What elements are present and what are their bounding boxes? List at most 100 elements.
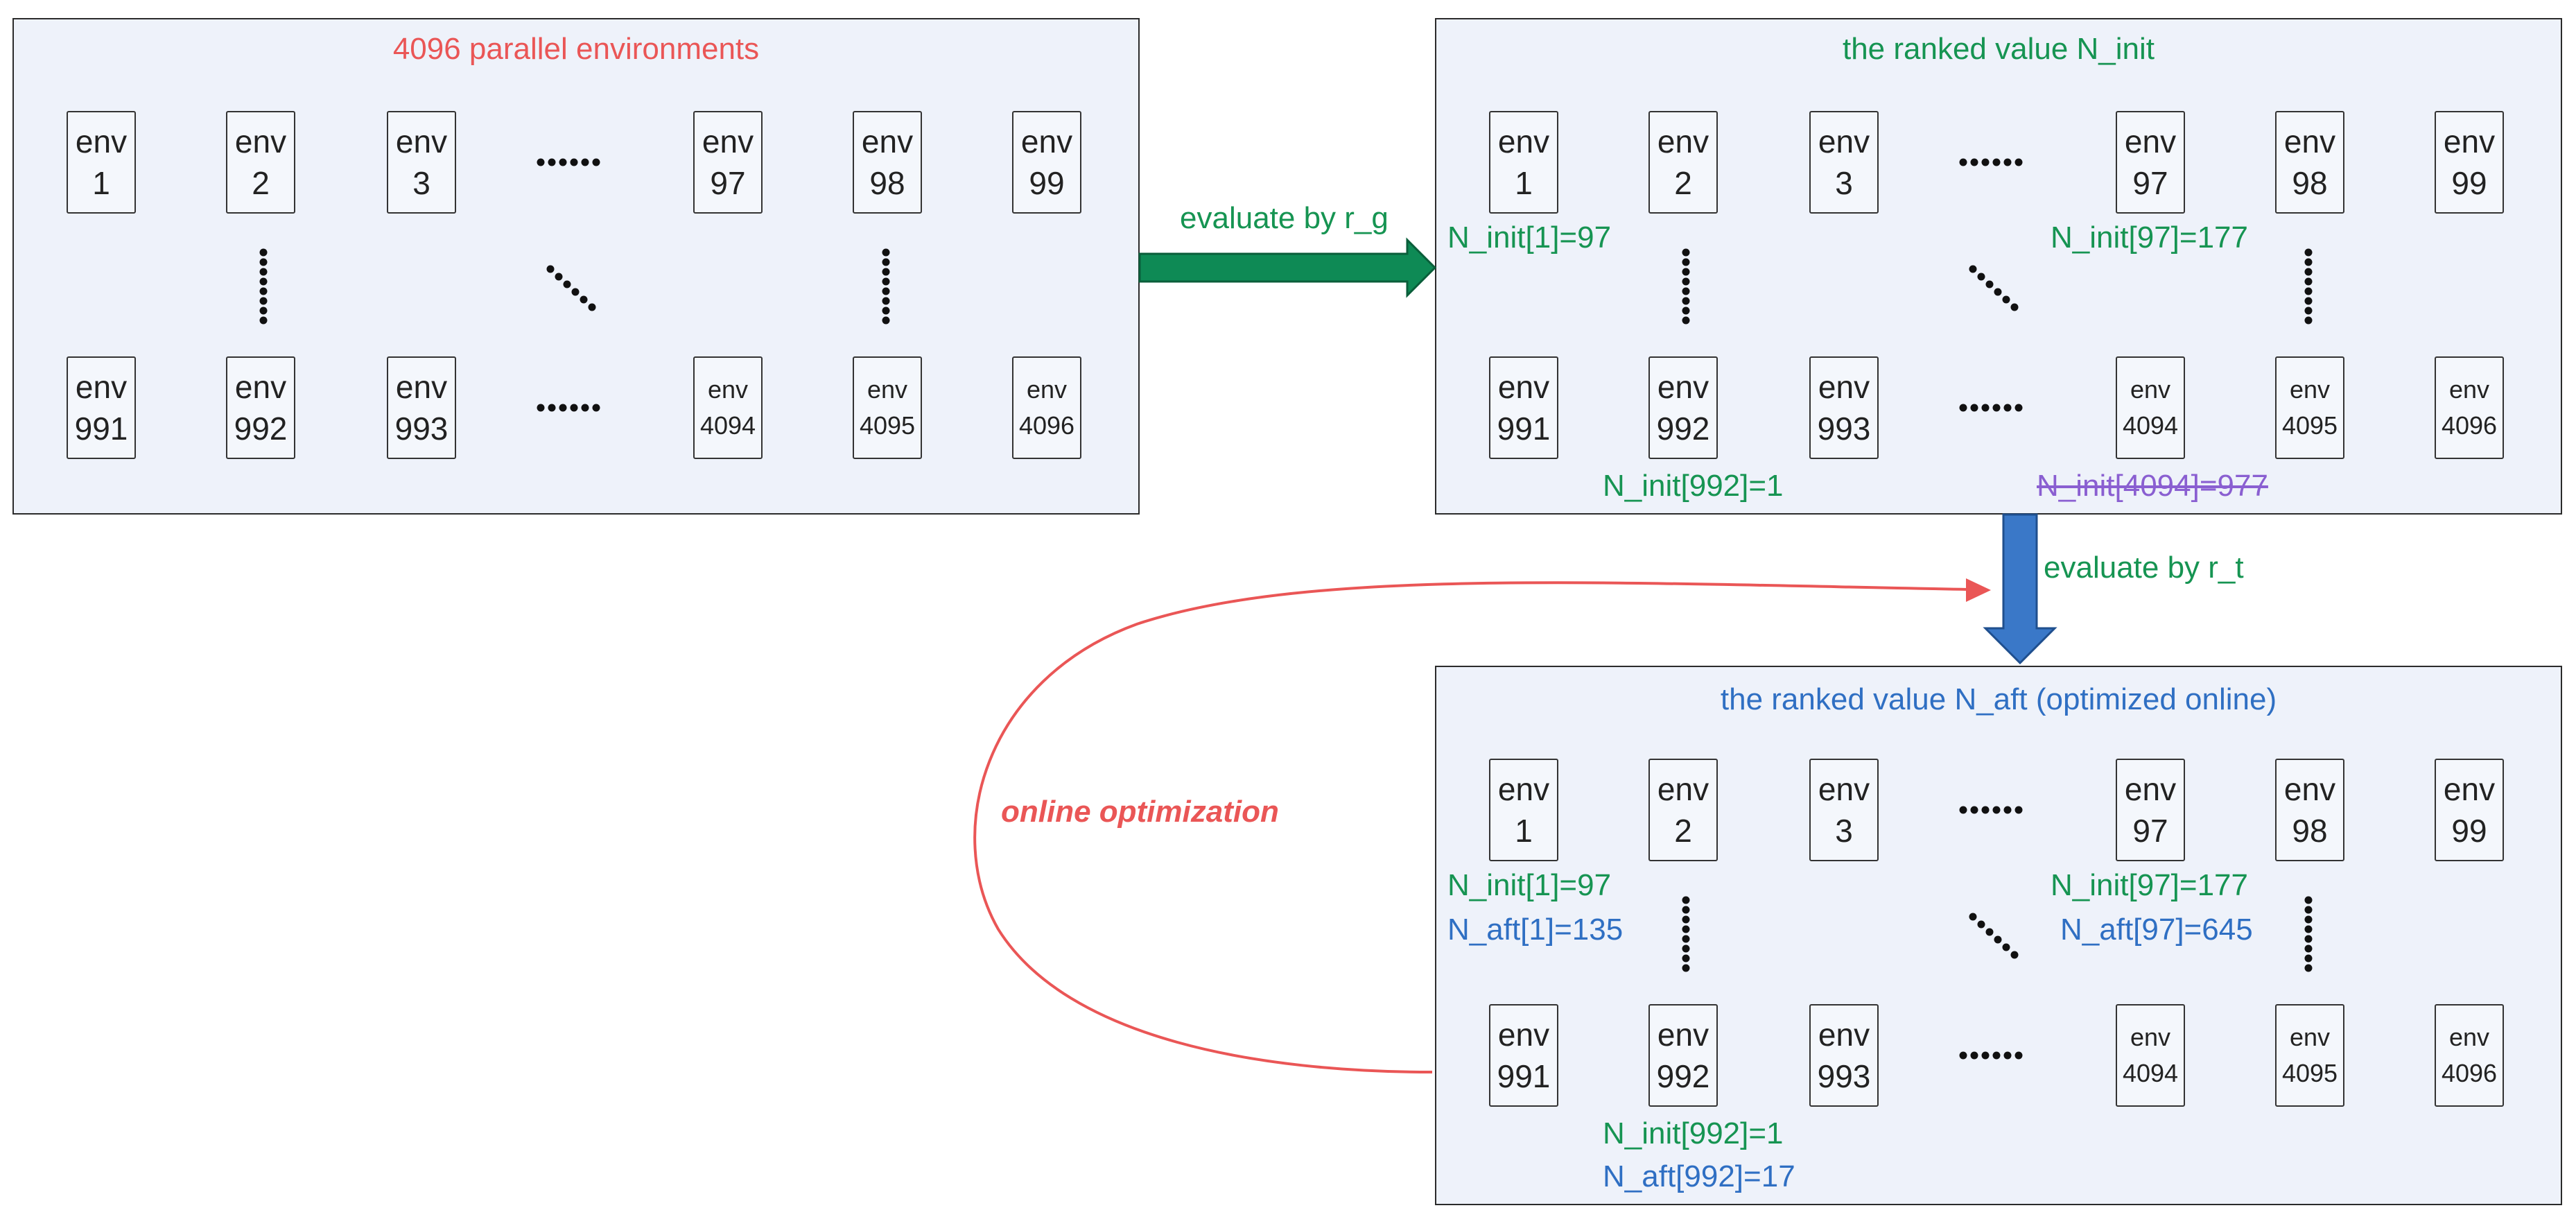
env-number: 4095 — [2281, 1059, 2338, 1087]
ranked-init-ellipsis-diagonal-dot — [1985, 280, 1994, 288]
env-number: 2 — [1674, 165, 1692, 201]
parallel-ellipsis-bottom — [537, 404, 600, 412]
ranked-aft-ellipsis-top-dot — [1981, 806, 1990, 814]
env-number: 97 — [710, 165, 746, 201]
label-n-init-992: N_init[992]=1 — [1603, 469, 1784, 503]
env-number: 98 — [2292, 813, 2328, 849]
env-number: 2 — [252, 165, 270, 201]
parallel-ellipsis-top-dot — [548, 158, 556, 166]
ranked-init-ellipsis-vertical-right-dot — [2304, 248, 2313, 257]
ranked-aft-ellipsis-diagonal — [1969, 913, 2019, 959]
ranked-init-ellipsis-vertical-right-dot — [2304, 297, 2313, 305]
env-word: env — [1657, 771, 1709, 807]
ranked-aft-ellipsis-vertical-left-dot — [1682, 944, 1690, 953]
env-word: env — [1818, 369, 1870, 405]
ranked-init-ellipsis-bottom-dot — [2014, 404, 2023, 412]
parallel-ellipsis-diagonal-dot — [563, 280, 571, 288]
ranked-aft-ellipsis-diagonal-dot — [2002, 943, 2010, 951]
ranked-init-ellipsis-diagonal-dot — [1994, 288, 2002, 296]
env-number: 993 — [394, 411, 449, 447]
parallel-ellipsis-vertical-left-dot — [259, 287, 268, 295]
parallel-ellipsis-diagonal-dot — [571, 288, 580, 296]
env-word: env — [1657, 123, 1709, 159]
ranked-init-ellipsis-bottom — [1959, 404, 2023, 412]
ranked-aft-ellipsis-top-dot — [1959, 806, 1967, 814]
env-word: env — [2448, 375, 2490, 404]
ranked-init-ellipsis-diagonal — [1969, 265, 2019, 311]
env-number: 991 — [74, 411, 128, 447]
parallel-ellipsis-vertical-right-dot — [882, 316, 890, 325]
ranked-init-ellipsis-vertical-right-dot — [2304, 307, 2313, 315]
env-box-ranked-aft-2: env 2 — [1648, 759, 1718, 861]
ranked-aft-ellipsis-vertical-left-dot — [1682, 896, 1690, 904]
ranked-init-ellipsis-vertical-left-dot — [1682, 248, 1690, 257]
env-word: env — [1497, 771, 1550, 807]
online-optimization-arrowhead — [1966, 578, 1991, 602]
parallel-ellipsis-bottom-dot — [570, 404, 578, 412]
online-optimization-curve — [973, 581, 1968, 1073]
ranked-init-ellipsis-top-dot — [2003, 158, 2012, 166]
parallel-ellipsis-vertical-right-dot — [882, 307, 890, 315]
env-word: env — [1497, 369, 1550, 405]
ranked-aft-ellipsis-vertical-left-dot — [1682, 964, 1690, 972]
env-number: 992 — [234, 411, 288, 447]
label-n-init-4094: N_init[4094]=977 — [2037, 469, 2268, 503]
label-aft-panel-n-init-97: N_init[97]=177 — [2051, 868, 2248, 902]
ranked-init-ellipsis-vertical-right — [2304, 248, 2313, 325]
env-number: 2 — [1674, 813, 1692, 849]
ranked-init-ellipsis-vertical-left-dot — [1682, 277, 1690, 286]
env-number: 4096 — [1018, 411, 1075, 440]
env-word: env — [2289, 375, 2331, 404]
evaluate-rg-arrow — [1138, 237, 1437, 298]
ranked-init-ellipsis-vertical-left-dot — [1682, 268, 1690, 276]
parallel-ellipsis-vertical-right-dot — [882, 268, 890, 276]
ranked-init-ellipsis-vertical-right-dot — [2304, 258, 2313, 266]
parallel-ellipsis-top-dot — [592, 158, 600, 166]
ranked-aft-ellipsis-vertical-right-dot — [2304, 906, 2313, 914]
ranked-aft-ellipsis-diagonal-dot — [1994, 935, 2002, 944]
ranked-aft-ellipsis-top-dot — [1992, 806, 2001, 814]
label-n-init-97: N_init[97]=177 — [2051, 221, 2248, 254]
ranked-aft-ellipsis-vertical-left — [1682, 896, 1690, 972]
ranked-aft-ellipsis-bottom-dot — [2003, 1051, 2012, 1060]
env-word: env — [395, 123, 448, 159]
env-number: 992 — [1656, 411, 1710, 447]
ranked-init-ellipsis-vertical-right-dot — [2304, 287, 2313, 295]
ranked-aft-ellipsis-vertical-right-dot — [2304, 896, 2313, 904]
ranked-aft-ellipsis-top — [1959, 806, 2023, 814]
env-number: 4095 — [859, 411, 916, 440]
env-number: 4096 — [2441, 1059, 2498, 1087]
ranked-init-ellipsis-top — [1959, 158, 2023, 166]
parallel-ellipsis-vertical-left-dot — [259, 277, 268, 286]
parallel-ellipsis-top-dot — [570, 158, 578, 166]
ranked-aft-ellipsis-diagonal-dot — [1977, 920, 1985, 929]
ranked-init-panel: the ranked value N_init — [1435, 18, 2562, 515]
env-word: env — [2289, 1023, 2331, 1051]
online-optimization-label: online optimization — [1001, 795, 1279, 829]
parallel-ellipsis-vertical-left-dot — [259, 316, 268, 325]
parallel-ellipsis-diagonal-dot — [555, 273, 563, 281]
ranked-aft-ellipsis-diagonal-dot — [1985, 928, 1994, 936]
env-word: env — [867, 375, 908, 404]
env-word: env — [1818, 1017, 1870, 1053]
env-number: 1 — [1515, 165, 1533, 201]
ranked-init-ellipsis-bottom-dot — [1970, 404, 1978, 412]
